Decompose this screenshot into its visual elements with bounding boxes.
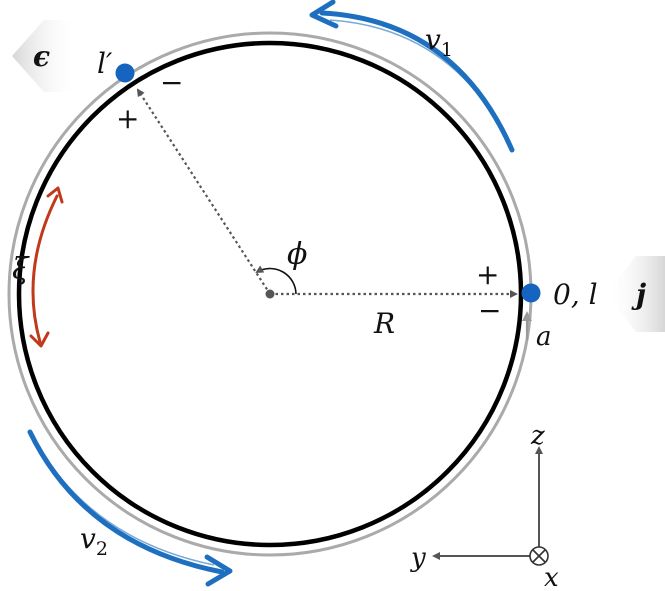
- coordinate-axes: [432, 446, 549, 566]
- radius-line-upper: [136, 88, 271, 295]
- label-z: z: [530, 421, 545, 451]
- center-point: [265, 289, 275, 299]
- v2-flow-arrow: [27, 429, 233, 587]
- label-x: x: [544, 563, 559, 591]
- label-v1: v1: [425, 23, 453, 61]
- label-epsilon: ϵ: [33, 40, 50, 73]
- point-l-prime: [115, 63, 135, 83]
- label-y: y: [410, 543, 426, 573]
- circled-times-icon: [529, 546, 549, 566]
- label-xi: ξ: [12, 252, 30, 287]
- v1-flow-arrow: [309, 0, 515, 153]
- label-minus-right: −: [478, 294, 501, 327]
- epsilon-arrow-shape: [12, 20, 78, 92]
- label-phi: ϕ: [287, 237, 307, 272]
- point-zero-l: [521, 283, 541, 303]
- label-v2: v2: [80, 522, 108, 560]
- label-R: R: [373, 307, 395, 340]
- label-plus-right: +: [476, 258, 499, 291]
- label-zero-l: 0, l: [553, 278, 598, 311]
- label-minus-top: −: [160, 66, 183, 99]
- label-a: a: [536, 322, 552, 352]
- label-l-prime: l′: [97, 47, 113, 80]
- label-plus-top: +: [116, 102, 139, 135]
- inner-ring: [16, 40, 524, 548]
- xi-arrow: [29, 186, 64, 348]
- phi-arc: [255, 265, 297, 295]
- j-arrow-shape: [606, 256, 665, 332]
